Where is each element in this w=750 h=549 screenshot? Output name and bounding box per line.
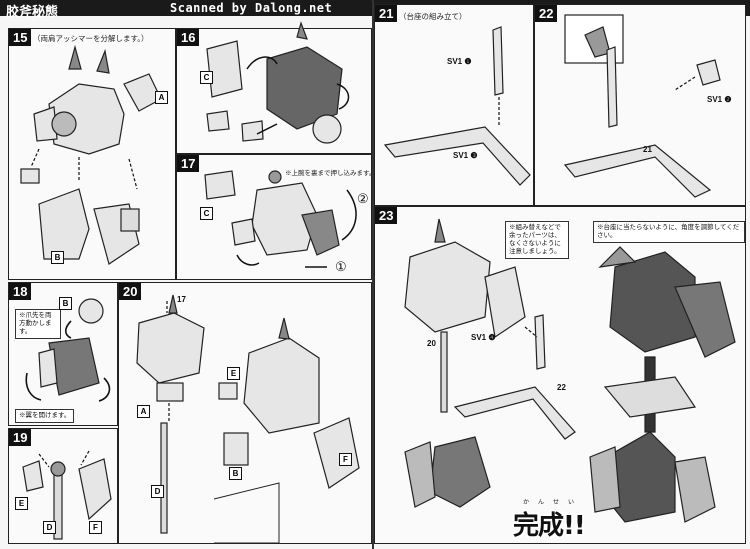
step-17-panel: 17 ※上腕を裏まで押し込みます。 C ② ①	[176, 154, 376, 280]
step-22-illustration	[563, 14, 721, 198]
arrow-step-2: ②	[357, 191, 369, 206]
step-19-panel: 19 E D F	[8, 428, 118, 544]
step-22-panel: 22 SV1 ❷ 21	[534, 4, 746, 206]
step-19-illustration	[22, 450, 112, 540]
complete-banner: 完成!!	[513, 511, 586, 541]
step-23-note-1: ※組み替えなどで余ったパーツは、なくさないように注意しましょう。	[505, 221, 569, 259]
part-label-a: A	[155, 91, 168, 104]
step-23-number: 23	[375, 207, 398, 224]
part-label-b-20: B	[229, 467, 242, 480]
part-label-17: 17	[177, 295, 186, 304]
step-21-number: 21	[375, 5, 398, 22]
step-22-number: 22	[535, 5, 558, 22]
step-16-panel: 16 C	[176, 21, 372, 154]
step-21-text: （台座の組み立て）	[399, 12, 467, 21]
step-18-number: 18	[9, 283, 32, 300]
step-15-illustration	[20, 44, 162, 265]
sv1-4-label: SV1 ❹	[471, 333, 496, 342]
part-21-label: 21	[643, 145, 652, 154]
step-21-illustration	[383, 26, 531, 186]
part-label-f-20: F	[339, 453, 352, 466]
step-20-number: 20	[119, 283, 142, 300]
step-15-text: （両肩アッシマーを分解します。）	[33, 34, 149, 43]
page-fold	[372, 0, 374, 549]
part-label-b: B	[51, 251, 64, 264]
step-19-number: 19	[9, 429, 32, 446]
step-16-illustration	[206, 21, 350, 144]
step-23-note-2: ※台座に当たらないように、角度を調節してください。	[593, 221, 745, 243]
sv1-3-label: SV1 ❸	[453, 151, 478, 160]
step-15-number: 15	[9, 29, 32, 46]
step-17-note: ※上腕を裏まで押し込みます。	[285, 170, 376, 177]
part-label-e-20: E	[227, 367, 240, 380]
step-20-illustration	[136, 294, 360, 544]
complete-ruby: かんせい	[523, 500, 584, 506]
part-20-label: 20	[427, 339, 436, 348]
step-18-note-1: ※爪先を両方動かします。	[15, 309, 61, 339]
step-17-number: 17	[177, 155, 200, 172]
part-label-f: F	[89, 521, 102, 534]
step-21-panel: 21 （台座の組み立て） SV1 ❶ SV1 ❸	[374, 4, 534, 206]
sv1-1-label: SV1 ❶	[447, 57, 472, 66]
step-17-illustration	[204, 170, 357, 268]
arrow-step-1: ①	[335, 259, 347, 274]
sv1-2-label: SV1 ❷	[707, 95, 732, 104]
step-18-illustration	[25, 298, 111, 402]
part-label-a-20: A	[137, 405, 150, 418]
part-label-e: E	[15, 497, 28, 510]
part-label-c-17: C	[200, 207, 213, 220]
part-label-d: D	[43, 521, 56, 534]
part-label-b-18: B	[59, 297, 72, 310]
step-18-panel: 18 ※爪先を両方動かします。 B ※翼を開けます。	[8, 282, 118, 426]
section-title: 胶斧秘態	[6, 4, 59, 19]
part-label-d-20: D	[151, 485, 164, 498]
scan-credit: Scanned by Dalong.net	[170, 1, 333, 15]
step-20-panel: 20 17 A D E B F	[118, 282, 372, 544]
step-23-panel: 23 ※組み替えなどで余ったパーツは、なくさないように注意しましょう。 ※台座に…	[374, 206, 746, 544]
part-label-c: C	[200, 71, 213, 84]
step-18-note-2: ※翼を開けます。	[15, 409, 75, 423]
part-22-label: 22	[557, 383, 566, 392]
step-16-number: 16	[177, 29, 200, 46]
step-15-panel: 15 （両肩アッシマーを分解します。） A B	[8, 28, 176, 280]
step-23-illustration	[404, 218, 736, 523]
